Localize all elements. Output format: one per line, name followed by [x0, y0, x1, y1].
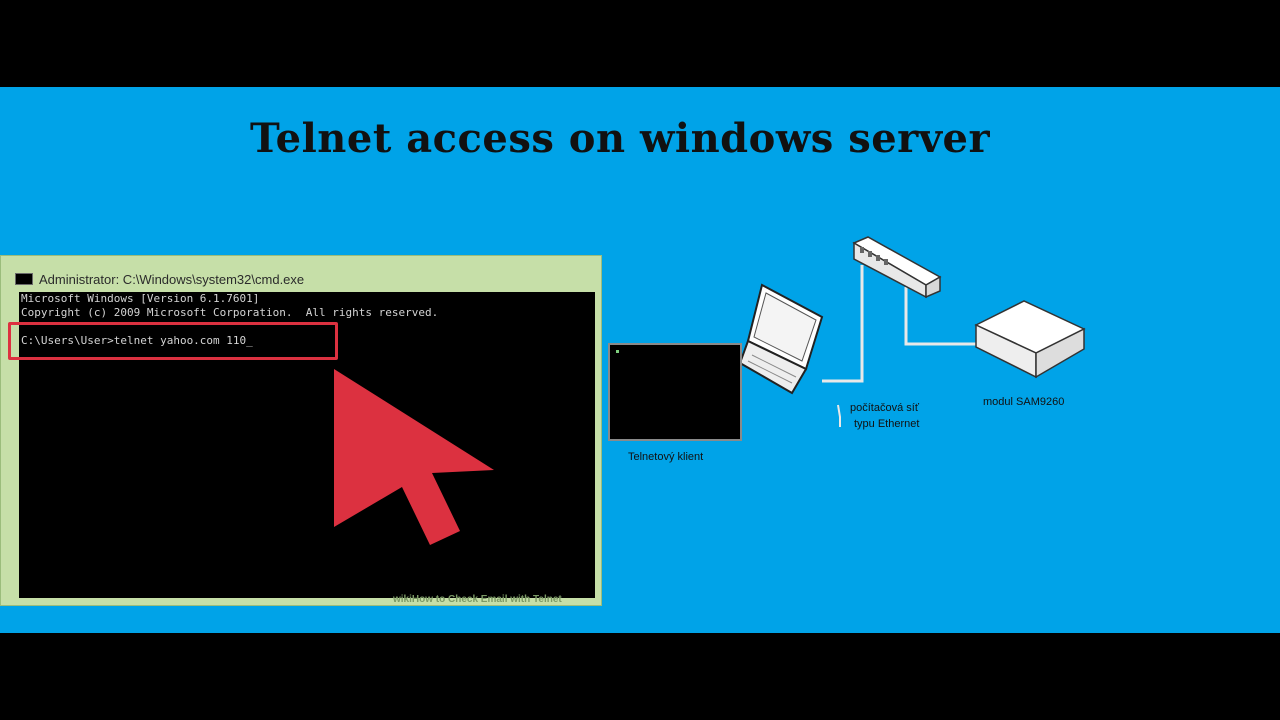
terminal-cursor-dot: [616, 350, 619, 353]
cmd-titlebar: Administrator: C:\Windows\system32\cmd.e…: [15, 270, 597, 288]
module-box-icon: [974, 300, 1086, 379]
laptop-icon: [738, 283, 824, 395]
canvas: Telnet access on windows server Administ…: [0, 87, 1280, 633]
network-switch-icon: [852, 236, 942, 299]
network-diagram: Telnetový klient počítačová síť typu Eth…: [600, 227, 1100, 487]
client-label: Telnetový klient: [628, 451, 704, 463]
network-links: [822, 265, 978, 427]
page-title: Telnet access on windows server: [249, 115, 991, 162]
network-label-line1: počítačová síť: [850, 402, 919, 414]
cmd-line-copyright: Copyright (c) 2009 Microsoft Corporation…: [21, 306, 439, 319]
cmd-console: Microsoft Windows [Version 6.1.7601] Cop…: [19, 292, 595, 598]
cmd-title: Administrator: C:\Windows\system32\cmd.e…: [39, 271, 305, 287]
arrow-cursor-icon: [334, 369, 494, 545]
cmd-line-version: Microsoft Windows [Version 6.1.7601]: [21, 292, 260, 305]
cmd-window-icon: [15, 273, 33, 285]
watermark-text: wikiHow to Check Email with Telnet: [393, 594, 562, 605]
cmd-prompt-line: C:\Users\User>telnet yahoo.com 110_: [21, 334, 253, 347]
telnet-client-window: [608, 343, 742, 441]
module-label: modul SAM9260: [983, 396, 1065, 408]
cmd-window: Administrator: C:\Windows\system32\cmd.e…: [0, 255, 602, 606]
command-highlight-box: [8, 322, 338, 360]
network-label-line2: typu Ethernet: [854, 418, 920, 430]
